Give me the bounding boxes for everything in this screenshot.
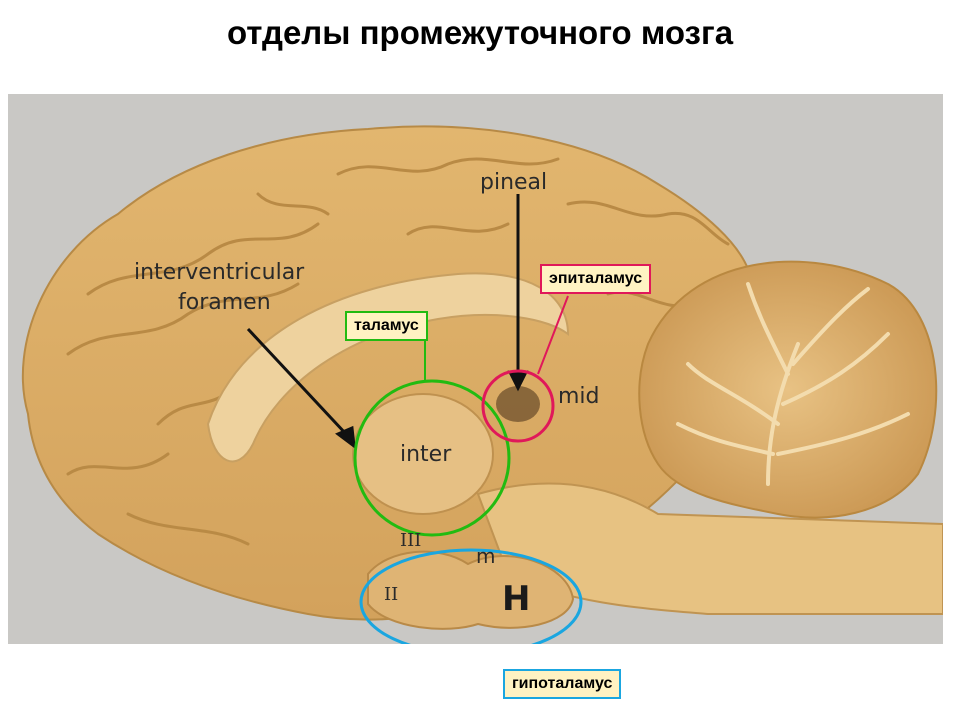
- label-pineal: pineal: [480, 170, 548, 195]
- tag-hypothalamus: гипоталамус: [503, 669, 622, 699]
- brain-illustration: [21, 125, 943, 644]
- thalamus-body: [352, 393, 494, 515]
- label-iii: III: [400, 530, 422, 551]
- label-mid: mid: [558, 384, 600, 409]
- arbor-vitae: [676, 282, 910, 486]
- brain-photo: pineal interventricular foramen inter mi…: [8, 94, 943, 644]
- thalamus-outline: [353, 379, 511, 537]
- pointer-arrows: [246, 194, 529, 450]
- gyri-lines: [66, 157, 730, 546]
- label-m: m: [476, 544, 496, 568]
- epithalamus-outline: [481, 369, 555, 443]
- tag-epithalamus: эпиталамус: [540, 264, 652, 294]
- label-ii: II: [384, 584, 399, 605]
- pineal-gland: [496, 386, 540, 422]
- hypothalamus-tissue: [367, 550, 575, 630]
- label-h: H: [502, 579, 531, 619]
- cerebellum: [638, 260, 938, 519]
- label-interventricular: interventricular: [134, 260, 305, 285]
- tag-thalamus: таламус: [345, 311, 428, 341]
- hypothalamus-outline: [359, 548, 583, 644]
- label-inter: inter: [400, 442, 452, 467]
- epithalamus-connector: [537, 295, 569, 375]
- label-foramen: foramen: [178, 290, 271, 315]
- slide-title: отделы промежуточного мозга: [226, 14, 734, 51]
- corpus-callosum: [206, 272, 570, 463]
